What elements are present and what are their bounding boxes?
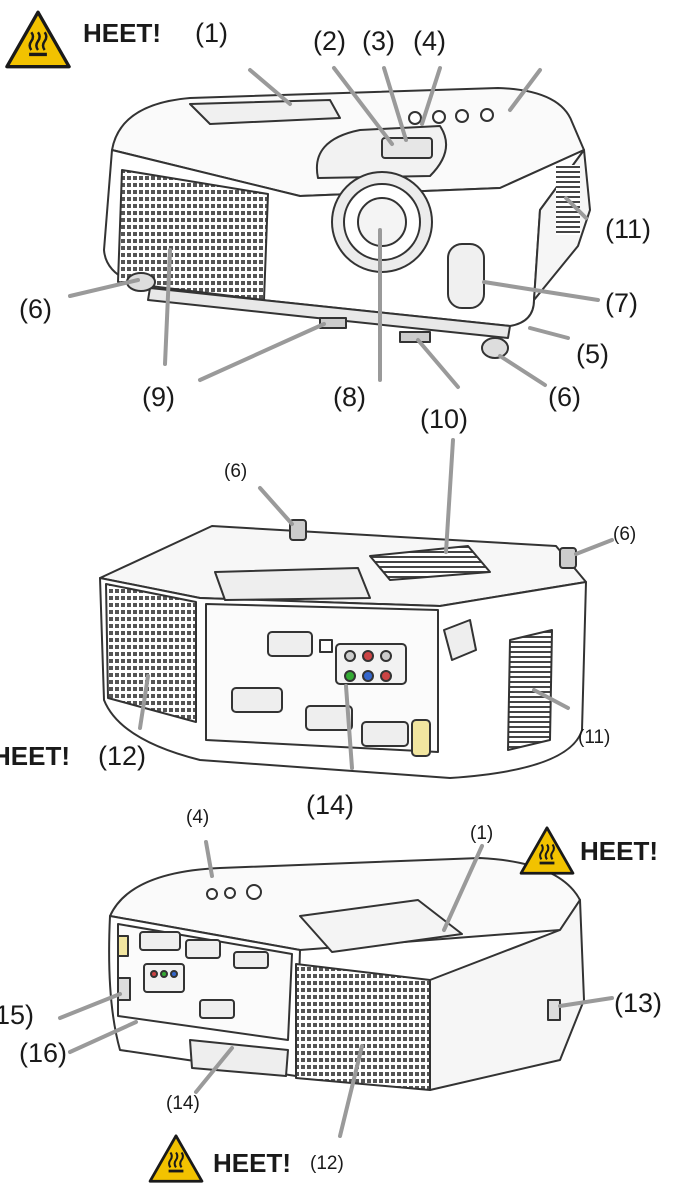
callout-14: (14) (166, 1093, 200, 1114)
callout-11: (11) (605, 214, 652, 244)
hot-surface-warning-icon (5, 10, 71, 69)
callout-7: (7) (605, 288, 638, 318)
callout-1: (1) (470, 823, 494, 844)
projector-front-view (103, 87, 591, 359)
callout-10: (10) (420, 404, 469, 434)
heet-label: HEET! (0, 741, 70, 771)
callout-4: (4) (413, 26, 446, 56)
callout-14: (14) (306, 790, 355, 820)
callout-11: (11) (578, 727, 611, 748)
callout-4: (4) (186, 807, 210, 828)
callout-2: (2) (313, 26, 346, 56)
callout-3: (3) (362, 26, 395, 56)
projector-rear-view (108, 857, 585, 1091)
callout-1: (1) (195, 18, 228, 48)
callout-6: (6) (613, 524, 637, 545)
callout-5: (5) (576, 339, 609, 369)
callout-6: (6) (548, 382, 581, 412)
callout-12: (12) (98, 741, 147, 771)
callout-8: (8) (333, 382, 366, 412)
callout-15: (15) (0, 1000, 35, 1030)
callout-6: (6) (19, 294, 52, 324)
heet-label: HEET! (83, 18, 161, 48)
callout-12: (12) (310, 1153, 344, 1174)
heet-label: HEET! (580, 836, 658, 866)
callout-9: (9) (142, 382, 175, 412)
projector-bottom-view (99, 519, 587, 779)
hot-surface-warning-icon (519, 826, 575, 875)
callout-6: (6) (224, 461, 248, 482)
callout-16: (16) (19, 1038, 68, 1068)
callout-13: (13) (614, 988, 663, 1018)
heet-label: HEET! (213, 1148, 291, 1178)
hot-surface-warning-icon (148, 1134, 204, 1183)
leader-lines (58, 66, 614, 1138)
